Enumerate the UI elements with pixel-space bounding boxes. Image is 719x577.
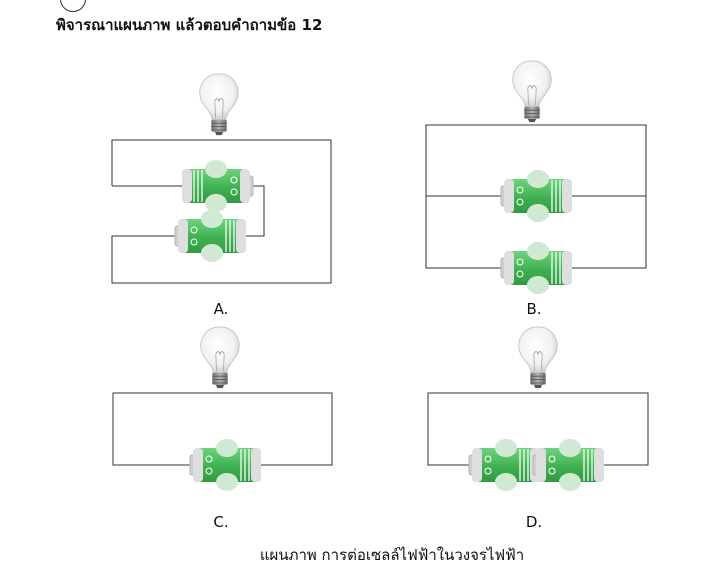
battery-icon [500,169,573,223]
battery-icon [174,209,247,263]
light-bulb-icon [512,60,552,123]
circuit-option-d [427,326,649,492]
battery-icon [532,438,605,492]
circuit-option-b [425,60,647,295]
circuit-option-a [111,73,332,284]
option-a-label: A. [213,300,229,318]
light-bulb-icon [518,326,558,389]
option-d-label: D. [525,513,543,531]
option-c-label: C. [213,513,229,531]
figure-caption: แผนภาพ การต่อเซลล์ไฟฟ้าในวงจรไฟฟ้า [259,546,525,564]
battery-icon [182,160,253,212]
battery-icon [500,241,573,295]
circuit-option-c [112,326,333,492]
option-b-label: B. [526,300,542,318]
instruction-text: พิจารณาแผนภาพ แล้วตอบคำถามข้อ 12 [56,16,323,34]
light-bulb-icon [200,326,240,389]
battery-icon [189,438,262,492]
battery-icon [468,438,541,492]
light-bulb-icon [199,73,239,136]
